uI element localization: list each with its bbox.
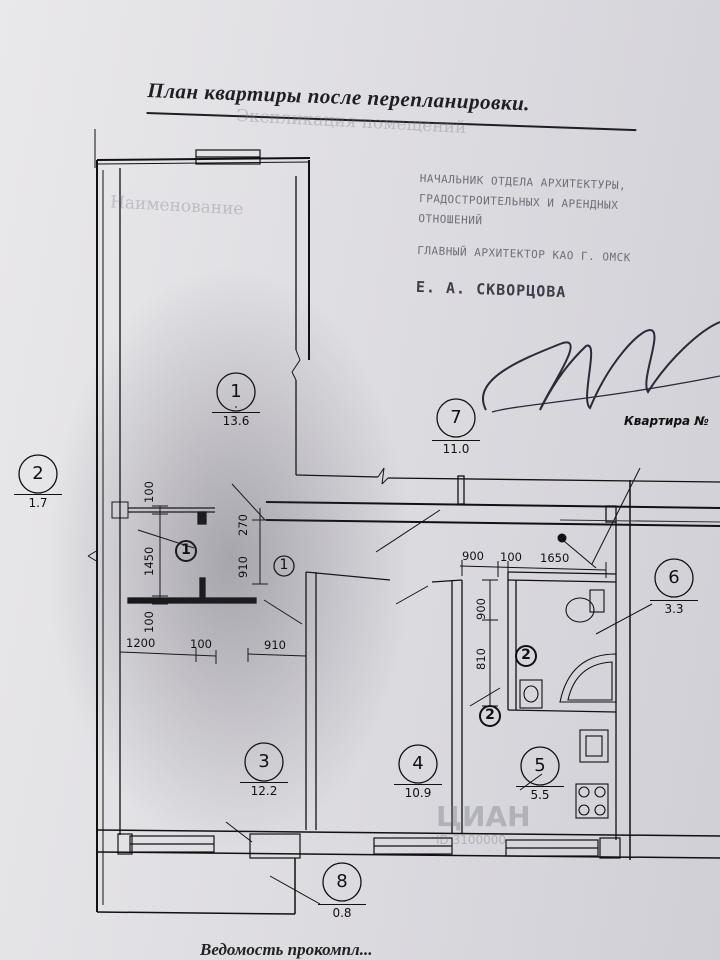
dim-100-top: 100 bbox=[142, 481, 156, 503]
dim-900-vertical: 900 bbox=[474, 598, 488, 620]
room-1-number: 1 bbox=[230, 381, 242, 402]
dim-1450: 1450 bbox=[142, 546, 156, 576]
marker-1a: 1 bbox=[181, 542, 191, 558]
dim-100-bottom: 100 bbox=[142, 611, 156, 633]
room-7-area: 11.0 bbox=[432, 440, 480, 456]
watermark: ЦИАН ID 3100000 bbox=[436, 800, 531, 847]
dim-910-vertical: 910 bbox=[236, 556, 250, 578]
room-6-area: 3.3 bbox=[650, 600, 698, 616]
room-6-circle bbox=[654, 558, 694, 598]
room-4-number: 4 bbox=[412, 753, 424, 774]
window-top bbox=[195, 149, 261, 165]
stamp-name: Е. А. СКВОРЦОВА bbox=[415, 277, 567, 302]
dim-100-top-right: 100 bbox=[500, 550, 522, 564]
marker-1a-circle bbox=[175, 540, 197, 562]
bathroom-fixtures bbox=[519, 589, 617, 709]
room-5-area: 5.5 bbox=[516, 786, 564, 802]
dim-910-horizontal: 910 bbox=[264, 638, 286, 652]
marker-2a-circle bbox=[515, 645, 537, 667]
room-2-area: 1.7 bbox=[14, 494, 62, 510]
room-3-number: 3 bbox=[258, 751, 270, 772]
marker-1b: 1 bbox=[279, 557, 289, 573]
bottom-heading: Ведомость прокомпл... bbox=[200, 940, 373, 959]
room-4-area: 10.9 bbox=[394, 784, 442, 800]
room-8-number: 8 bbox=[336, 871, 348, 892]
room-7-circle bbox=[436, 398, 476, 438]
stamp-line-4: ГЛАВНЫЙ АРХИТЕКТОР КАО Г. ОМСК bbox=[417, 243, 632, 265]
kitchen-fixtures bbox=[575, 729, 609, 819]
apartment-label: Квартира № bbox=[624, 414, 709, 428]
room-3-circle bbox=[244, 742, 284, 782]
dim-1200: 1200 bbox=[126, 636, 156, 650]
dim-810: 810 bbox=[474, 648, 488, 670]
stamp-line-3: ОТНОШЕНИЙ bbox=[418, 211, 483, 228]
room-3-area: 12.2 bbox=[240, 782, 288, 798]
room-6-number: 6 bbox=[668, 567, 680, 588]
room-4-circle bbox=[398, 744, 438, 784]
room-7-number: 7 bbox=[450, 407, 462, 428]
watermark-text: ЦИАН bbox=[436, 800, 531, 833]
windows-bottom bbox=[117, 833, 621, 859]
room-5-number: 5 bbox=[534, 755, 546, 776]
outer-walls bbox=[94, 129, 720, 915]
marker-2b: 2 bbox=[485, 707, 495, 723]
room-5-circle bbox=[520, 746, 560, 786]
room-2-circle bbox=[18, 454, 58, 494]
room-8-area: 0.8 bbox=[318, 904, 366, 920]
interior-walls bbox=[111, 475, 617, 834]
approval-stamp: НАЧАЛЬНИК ОТДЕЛА АРХИТЕКТУРЫ, ГРАДОСТРОИ… bbox=[415, 172, 720, 322]
room-1-circle bbox=[216, 372, 256, 412]
dim-900-horizontal: 900 bbox=[462, 549, 484, 563]
marker-1b-circle bbox=[273, 555, 295, 577]
watermark-id: ID 3100000 bbox=[436, 833, 507, 847]
room-8-circle bbox=[322, 862, 362, 902]
dim-100-horizontal: 100 bbox=[190, 637, 212, 651]
signature bbox=[482, 321, 720, 413]
dim-270: 270 bbox=[236, 514, 250, 536]
marker-2a: 2 bbox=[521, 647, 531, 663]
stamp-line-2: ГРАДОСТРОИТЕЛЬНЫХ И АРЕНДНЫХ bbox=[418, 191, 619, 212]
room-1-area: 13.6 bbox=[212, 412, 260, 428]
marker-2b-circle bbox=[479, 705, 501, 727]
dim-1650: 1650 bbox=[540, 551, 570, 565]
room-2-number: 2 bbox=[32, 463, 44, 484]
